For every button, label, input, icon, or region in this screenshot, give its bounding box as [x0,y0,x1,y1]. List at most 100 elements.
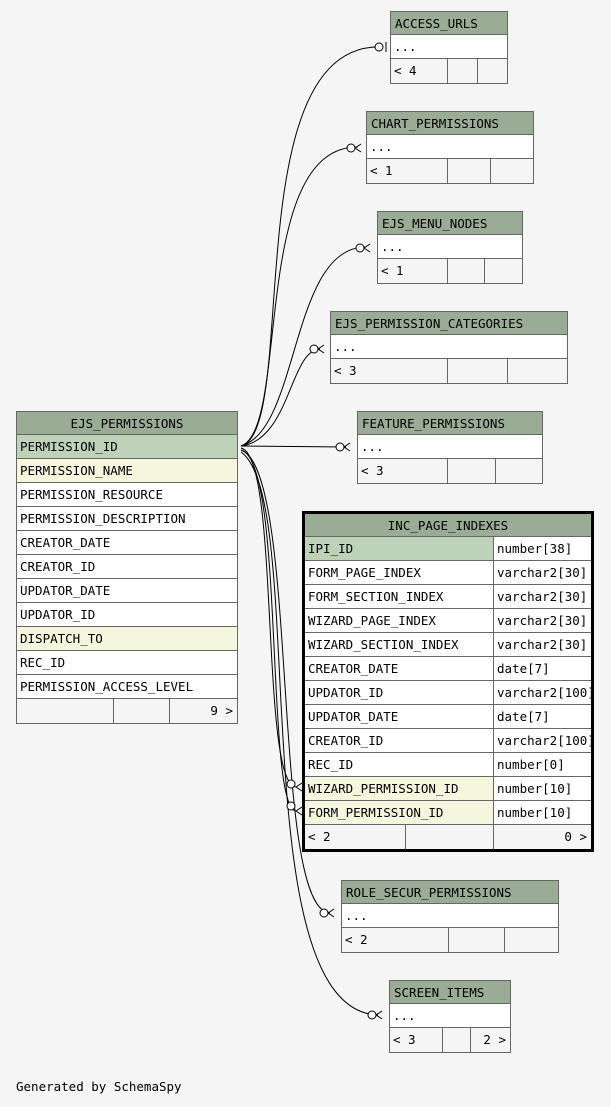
edge-end-form-permission [286,801,296,811]
column-name: IPI_ID [305,537,493,560]
column-name: UPDATOR_DATE [20,583,111,598]
column-row: FORM_PAGE_INDEX varchar2[30] [305,561,591,585]
column-name: FORM_PAGE_INDEX [308,565,421,580]
column-name: PERMISSION_ID [20,439,118,454]
table-footer: < 3 [331,359,567,383]
table-ejs-permission-categories[interactable]: EJS_PERMISSION_CATEGORIES ... < 3 [330,311,568,384]
column-name: PERMISSION_DESCRIPTION [20,511,186,526]
column-row: UPDATOR_ID varchar2[100] [305,681,591,705]
edge-end-ejs-permission-categories [309,344,319,354]
column-row: UPDATOR_DATE [17,579,237,603]
column-name: REC_ID [308,757,354,772]
table-footer: < 1 [367,159,533,183]
column-type: varchar2[100] [493,681,591,704]
column-name: CREATOR_ID [308,733,384,748]
footer-children [477,59,507,83]
column-row: REC_ID [17,651,237,675]
footer-rows [448,928,504,952]
footer-rows [442,1028,470,1052]
column-name: CREATOR_DATE [20,535,111,550]
column-row: ... [391,35,507,59]
edge-wizard-permission [240,447,297,788]
table-access-urls[interactable]: ACCESS_URLS ... < 4 [390,11,508,84]
column-name: ... [370,139,393,154]
column-name: ... [381,239,404,254]
column-type: varchar2[30] [493,561,591,584]
column-type: number[38] [493,537,591,560]
column-row: UPDATOR_ID [17,603,237,627]
edge-screen-items [240,451,379,1016]
table-feature-permissions[interactable]: FEATURE_PERMISSIONS ... < 3 [357,411,543,484]
table-screen-items[interactable]: SCREEN_ITEMS ... < 3 2 > [389,980,511,1053]
table-ejs-menu-nodes[interactable]: EJS_MENU_NODES ... < 1 [377,211,523,284]
table-footer: < 4 [391,59,507,83]
column-type: varchar2[30] [493,585,591,608]
edge-feature-permissions [240,445,347,448]
column-row: CREATOR_ID [17,555,237,579]
table-title: EJS_PERMISSIONS [17,412,237,435]
column-name: UPDATOR_ID [308,685,384,700]
column-name: REC_ID [20,655,66,670]
table-chart-permissions[interactable]: CHART_PERMISSIONS ... < 1 [366,111,534,184]
footer-rows [447,159,490,183]
footer-children [507,359,567,383]
column-name: PERMISSION_ACCESS_LEVEL [20,679,194,694]
column-name: CREATOR_DATE [308,661,399,676]
column-row: ... [342,904,558,928]
table-title: EJS_PERMISSION_CATEGORIES [331,312,567,335]
column-row: PERMISSION_NAME [17,459,237,483]
edge-end-wizard-permission [286,779,296,789]
column-name: ... [345,908,368,923]
column-row: ... [367,135,533,159]
column-name: DISPATCH_TO [20,631,103,646]
footer-rows [447,359,507,383]
edge-end-chart-permissions [346,143,356,153]
table-role-secur-permissions[interactable]: ROLE_SECUR_PERMISSIONS ... < 2 [341,880,559,953]
edge-chart-permissions [240,146,359,447]
column-row: ... [331,335,567,359]
edge-ejs-menu-nodes [240,246,367,447]
edge-end-screen-items [367,1010,377,1020]
column-name: FORM_SECTION_INDEX [308,589,444,604]
footer-parents [17,699,113,723]
edge-end-ejs-menu-nodes [355,243,365,253]
table-footer: < 2 0 > [305,825,591,849]
footer-parents: < 3 [393,1032,416,1047]
column-name: PERMISSION_RESOURCE [20,487,163,502]
footer-rows [447,259,484,283]
table-title: INC_PAGE_INDEXES [305,514,591,537]
table-footer: < 3 [358,459,542,483]
footer-children [495,459,542,483]
footer-children: 9 > [169,699,237,723]
column-type: varchar2[100] [493,729,591,752]
column-row: PERMISSION_RESOURCE [17,483,237,507]
column-name: ... [393,1008,416,1023]
column-row: CREATOR_DATE date[7] [305,657,591,681]
table-ejs-permissions[interactable]: EJS_PERMISSIONS PERMISSION_ID PERMISSION… [16,411,238,724]
column-name: ... [394,39,417,54]
generator-credit: Generated by SchemaSpy [16,1079,182,1094]
column-name: WIZARD_PERMISSION_ID [305,777,493,800]
column-row: CREATOR_DATE [17,531,237,555]
footer-children [504,928,558,952]
column-type: varchar2[30] [493,633,591,656]
column-row: ... [390,1004,510,1028]
column-name: PERMISSION_NAME [20,463,133,478]
column-name: UPDATOR_ID [20,607,96,622]
footer-rows [447,59,477,83]
column-row: PERMISSION_DESCRIPTION [17,507,237,531]
footer-parents: < 1 [381,263,404,278]
column-type: number[10] [493,801,591,824]
footer-rows [113,699,169,723]
column-name: ... [361,439,384,454]
column-row: CREATOR_ID varchar2[100] [305,729,591,753]
column-type: date[7] [493,657,591,680]
footer-children [484,259,522,283]
edge-end-role-secur-permissions [319,908,329,918]
table-footer: < 1 [378,259,522,283]
